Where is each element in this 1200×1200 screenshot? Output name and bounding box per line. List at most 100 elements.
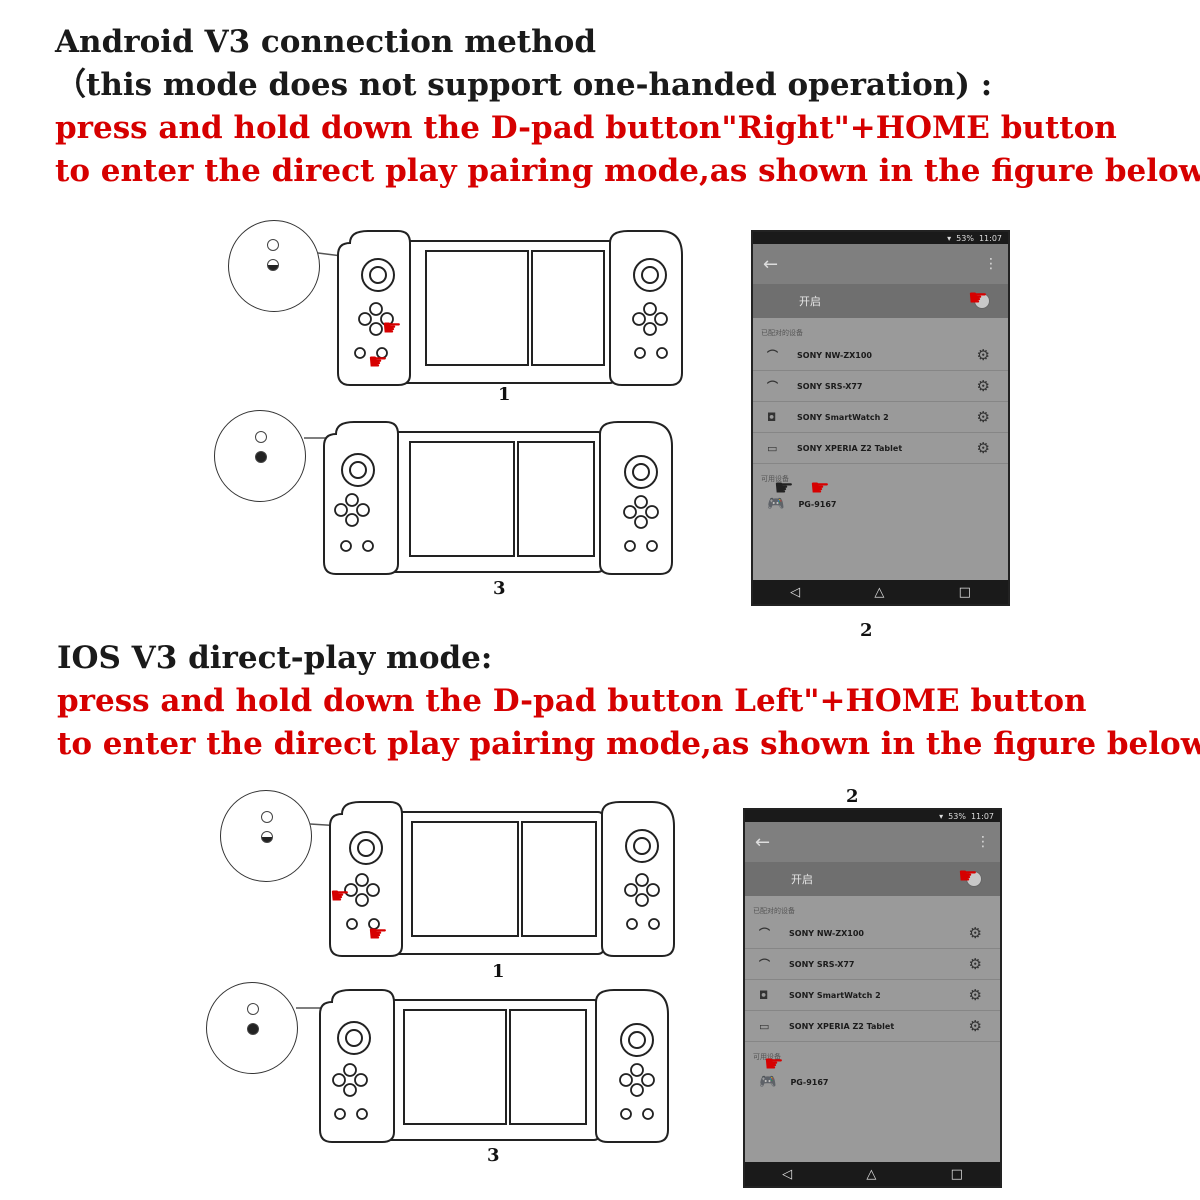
ios-instruction-2: to enter the direct play pairing mode,as…	[57, 726, 1200, 762]
figure-label-1: 1	[492, 961, 505, 982]
paired-device-row[interactable]: ▭SONY XPERIA Z2 Tablet⚙	[745, 1011, 1000, 1042]
figure-label-3: 3	[493, 578, 506, 599]
watch-icon: ◘	[759, 988, 769, 1002]
paired-device-row[interactable]: ⌒SONY NW-ZX100⚙	[753, 340, 1008, 371]
led-top	[247, 1003, 259, 1015]
gamepad-icon: 🎮	[759, 1074, 777, 1090]
paired-device-row[interactable]: ◘SONY SmartWatch 2⚙	[753, 402, 1008, 433]
controller-diagram	[317, 230, 683, 386]
gear-icon[interactable]: ⚙	[968, 955, 982, 973]
led-indicator-circle	[220, 790, 312, 882]
status-time: 11:07	[978, 233, 1002, 243]
press-device-hand-icon: ☛	[810, 476, 830, 501]
phone-bluetooth-screen: ▾ 53% 11:07 ← ⋮ 开启 已配对的设备 ⌒SONY NW-ZX100…	[751, 230, 1010, 606]
status-time: 11:07	[970, 811, 994, 821]
more-menu-icon[interactable]: ⋮	[984, 256, 998, 272]
android-note: （this mode does not support one-handed o…	[55, 67, 993, 103]
status-bar: ▾ 53% 11:07	[745, 810, 1000, 822]
led-indicator-circle	[228, 220, 320, 312]
gamepad-icon: 🎮	[767, 496, 785, 512]
android-instruction-2: to enter the direct play pairing mode,as…	[55, 153, 1200, 189]
led-indicator-circle	[206, 982, 298, 1074]
paired-device-row[interactable]: ⌒SONY SRS-X77⚙	[745, 949, 1000, 980]
android-nav-bar: ◁ △ □	[753, 580, 1008, 604]
status-bar: ▾ 53% 11:07	[753, 232, 1008, 244]
nav-home-icon[interactable]: △	[874, 584, 885, 600]
press-right-hand-icon: ☛	[382, 316, 402, 341]
paired-devices-header: 已配对的设备	[761, 329, 803, 337]
figure-label-2: 2	[860, 620, 873, 641]
headphones-icon: ⌒	[759, 927, 770, 940]
phone-bluetooth-screen: ▾ 53% 11:07 ← ⋮ 开启 已配对的设备 ⌒SONY NW-ZX100…	[743, 808, 1002, 1188]
toggle-label: 开启	[799, 295, 821, 308]
tablet-icon: ▭	[759, 1019, 770, 1033]
android-heading: Android V3 connection method	[55, 24, 597, 60]
toggle-label: 开启	[791, 873, 813, 886]
led-bottom-solid	[247, 1023, 259, 1035]
back-arrow-icon[interactable]: ←	[763, 253, 779, 275]
bluetooth-toggle-switch[interactable]	[974, 293, 990, 309]
gear-icon[interactable]: ⚙	[976, 346, 990, 364]
ios-heading: IOS V3 direct-play mode:	[57, 640, 493, 676]
headphones-icon: ⌒	[767, 380, 778, 393]
bluetooth-toggle-row[interactable]: 开启	[745, 862, 1000, 896]
gear-icon[interactable]: ⚙	[968, 986, 982, 1004]
paired-device-row[interactable]: ⌒SONY NW-ZX100⚙	[745, 918, 1000, 949]
nav-back-icon[interactable]: ◁	[782, 1166, 793, 1182]
gear-icon[interactable]: ⚙	[976, 377, 990, 395]
nav-home-icon[interactable]: △	[866, 1166, 877, 1182]
nav-recents-icon[interactable]: □	[950, 1166, 963, 1182]
watch-icon: ◘	[767, 410, 777, 424]
app-bar: ← ⋮	[745, 822, 1000, 862]
gear-icon[interactable]: ⚙	[976, 408, 990, 426]
battery-level: 53%	[948, 811, 966, 821]
paired-devices-header: 已配对的设备	[753, 907, 795, 915]
led-indicator-circle	[214, 410, 306, 502]
android-nav-bar: ◁ △ □	[745, 1162, 1000, 1186]
android-instruction-1: press and hold down the D-pad button"Rig…	[55, 110, 1117, 146]
paired-device-row[interactable]: ⌒SONY SRS-X77⚙	[753, 371, 1008, 402]
controller-diagram	[304, 421, 673, 575]
gear-icon[interactable]: ⚙	[968, 1017, 982, 1035]
press-device-hand-icon: ☛	[764, 1052, 784, 1077]
figure-label-1: 1	[498, 384, 511, 405]
led-bottom-blinking	[261, 831, 273, 843]
led-top	[261, 811, 273, 823]
battery-level: 53%	[956, 233, 974, 243]
headphones-icon: ⌒	[759, 958, 770, 971]
led-bottom-solid	[255, 451, 267, 463]
available-device-row[interactable]: 🎮 PG-9167	[759, 1074, 829, 1090]
wifi-icon: ▾	[939, 811, 944, 821]
ios-instruction-1: press and hold down the D-pad button Lef…	[57, 683, 1087, 719]
tablet-icon: ▭	[767, 441, 778, 455]
bluetooth-toggle-row[interactable]: 开启	[753, 284, 1008, 318]
led-top	[255, 431, 267, 443]
available-device-row[interactable]: 🎮 PG-9167	[767, 496, 837, 512]
gear-icon[interactable]: ⚙	[968, 924, 982, 942]
more-menu-icon[interactable]: ⋮	[976, 834, 990, 850]
press-toggle-hand-icon: ☛	[968, 286, 988, 311]
bluetooth-toggle-switch[interactable]	[966, 871, 982, 887]
figure-label-3: 3	[487, 1145, 500, 1166]
press-home-hand-icon: ☛	[368, 922, 388, 947]
controller-diagram	[296, 989, 669, 1143]
nav-recents-icon[interactable]: □	[958, 584, 971, 600]
paired-device-row[interactable]: ◘SONY SmartWatch 2⚙	[745, 980, 1000, 1011]
back-arrow-icon[interactable]: ←	[755, 831, 771, 853]
led-bottom-blinking	[267, 259, 279, 271]
paired-device-row[interactable]: ▭SONY XPERIA Z2 Tablet⚙	[753, 433, 1008, 464]
press-home-hand-icon: ☛	[368, 350, 388, 375]
available-devices-header: 可用设备	[761, 475, 789, 483]
controller-diagram	[309, 801, 675, 957]
press-toggle-hand-icon: ☛	[958, 864, 978, 889]
available-devices-header: 可用设备	[753, 1053, 781, 1061]
led-top	[267, 239, 279, 251]
gamepad-hand-icon: ☛	[774, 476, 794, 501]
gear-icon[interactable]: ⚙	[976, 439, 990, 457]
press-left-hand-icon: ☛	[330, 884, 350, 909]
headphones-icon: ⌒	[767, 349, 778, 362]
figure-label-2: 2	[846, 786, 859, 807]
wifi-icon: ▾	[947, 233, 952, 243]
nav-back-icon[interactable]: ◁	[790, 584, 801, 600]
app-bar: ← ⋮	[753, 244, 1008, 284]
